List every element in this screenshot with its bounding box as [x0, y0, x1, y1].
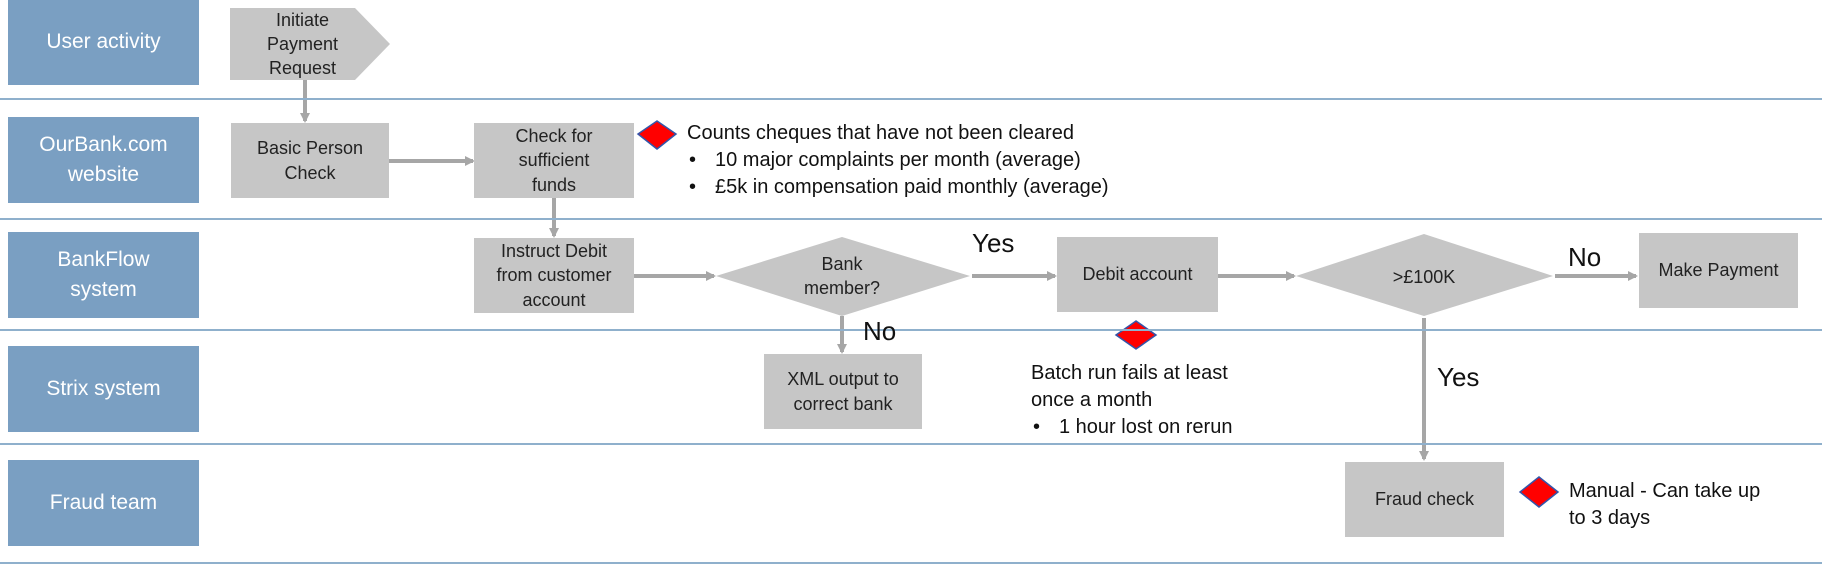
edge-label-threshold-no: No [1568, 242, 1602, 272]
make-payment-box[interactable]: Make Payment [1639, 233, 1798, 308]
funds-risk-note-bullets: 10 major complaints per month (average) … [687, 147, 1247, 201]
initiate-payment-shape[interactable] [230, 8, 390, 80]
red-diamond-icon [1518, 476, 1560, 508]
lane-separator [0, 329, 1822, 331]
debit-account-box[interactable]: Debit account [1057, 237, 1218, 312]
note-bullet: £5k in compensation paid monthly (averag… [687, 174, 1247, 201]
edge-label-member-no: No [863, 316, 897, 346]
sufficient-funds-check-box[interactable]: Check for sufficient funds [474, 123, 634, 198]
funds-risk-note-heading: Counts cheques that have not been cleare… [687, 122, 1074, 144]
bank-member-decision-shape[interactable] [716, 237, 970, 316]
red-diamond-icon [1114, 320, 1158, 350]
lane-label-bankflow-system: BankFlow system [8, 232, 199, 318]
fraud-check-box[interactable]: Fraud check [1345, 462, 1504, 537]
lane-label-ourbank-website: OurBank.com website [8, 117, 199, 203]
lane-label-user-activity: User activity [8, 0, 199, 85]
red-diamond-icon [636, 120, 678, 150]
batch-risk-note-heading: Batch run fails at least once a month [1031, 362, 1228, 411]
threshold-decision-shape[interactable] [1296, 234, 1553, 316]
threshold-label: >£100K [1392, 266, 1456, 287]
lane-separator [0, 98, 1822, 100]
fraud-risk-note: Manual - Can take up to 3 days [1569, 478, 1809, 532]
batch-risk-note-bullets: 1 hour lost on rerun [1031, 414, 1321, 441]
xml-output-box[interactable]: XML output to correct bank [764, 354, 922, 429]
note-bullet: 1 hour lost on rerun [1031, 414, 1321, 441]
note-bullet: 10 major complaints per month (average) [687, 147, 1247, 174]
instruct-debit-box[interactable]: Instruct Debit from customer account [474, 238, 634, 313]
lane-separator [0, 443, 1822, 445]
lane-label-strix-system: Strix system [8, 346, 199, 432]
edge-label-member-yes: Yes [972, 228, 1015, 258]
initiate-payment-label: Initiate Payment Request [266, 9, 339, 79]
basic-person-check-box[interactable]: Basic Person Check [231, 123, 389, 198]
lane-separator [0, 218, 1822, 220]
edge-label-threshold-yes: Yes [1437, 362, 1480, 392]
funds-risk-note: Counts cheques that have not been cleare… [687, 120, 1247, 201]
lane-label-fraud-team: Fraud team [8, 460, 199, 546]
batch-risk-note: Batch run fails at least once a month 1 … [1031, 360, 1321, 441]
fraud-risk-note-heading: Manual - Can take up to 3 days [1569, 480, 1761, 529]
lane-separator [0, 562, 1822, 564]
bank-member-label: Bank member? [803, 253, 881, 298]
